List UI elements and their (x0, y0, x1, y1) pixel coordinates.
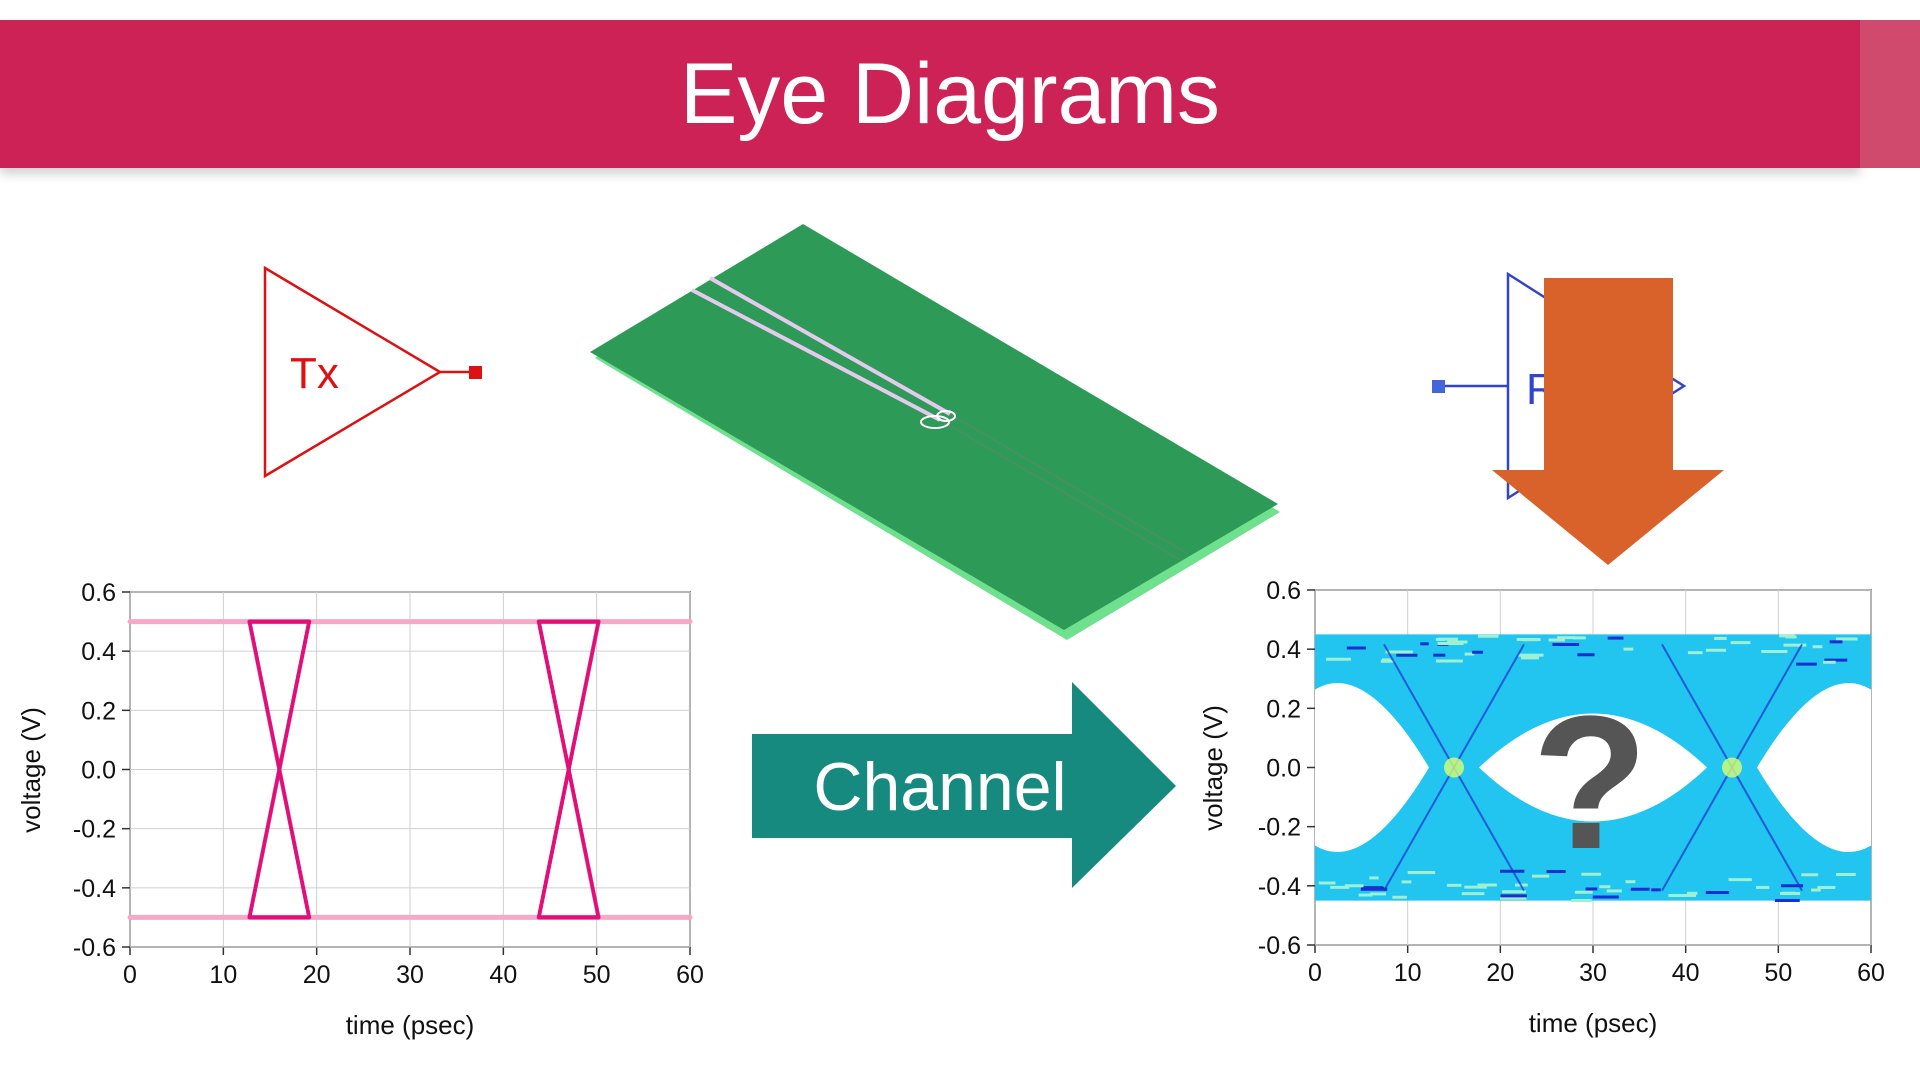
title-banner-edge (1860, 20, 1920, 168)
y-tick-label: 0.4 (81, 638, 116, 666)
channel-arrow-icon (752, 682, 1176, 888)
trace-2 (709, 276, 951, 416)
tx-port-icon (469, 366, 482, 379)
title-banner (0, 20, 1860, 168)
x-tick-label: 30 (396, 961, 424, 989)
channel-arrow: Channel (752, 682, 1176, 888)
x-tick-labels: 0 10 20 30 40 50 60 (123, 961, 704, 989)
chart-grid (122, 591, 691, 955)
transmitter-symbol: Tx (263, 265, 482, 479)
output-eye-chart: 0.6 0.4 0.2 0.0 -0.2 -0.4 -0.6 0 10 20 30 40 50 60 t… (1198, 577, 1885, 1038)
x-tick-label: 0 (123, 961, 137, 989)
pcb-board (590, 224, 1280, 640)
input-eye-chart: 0.6 0.4 0.2 0.0 -0.2 -0.4 -0.6 0 10 20 30 40 50 60 t… (16, 579, 704, 1040)
chart-marks (1315, 634, 1871, 903)
x-tick-label: 40 (489, 961, 517, 989)
y-tick-label: 0.6 (1266, 577, 1301, 605)
trace-1 (691, 288, 941, 422)
x-tick-label: 50 (1764, 959, 1792, 987)
y-tick-label: -0.4 (73, 875, 116, 903)
y-tick-labels: 0.6 0.4 0.2 0.0 -0.2 -0.4 -0.6 (1258, 577, 1301, 960)
down-arrow-icon (1492, 278, 1724, 565)
x-tick-label: 20 (1486, 959, 1514, 987)
eye-opening-right (1757, 682, 1871, 853)
series-line-5 (536, 619, 601, 920)
chart-marks (127, 619, 693, 920)
x-tick-labels: 0 10 20 30 40 50 60 (1308, 959, 1885, 987)
y-tick-label: 0.6 (81, 579, 116, 607)
y-axis-label: voltage (V) (1198, 705, 1228, 831)
tx-label: Tx (290, 349, 339, 398)
via-icon (920, 415, 950, 429)
x-axis-label: time (psec) (1529, 1008, 1658, 1038)
x-tick-label: 10 (209, 961, 237, 989)
y-tick-label: 0.2 (1266, 695, 1301, 723)
y-axis-label: voltage (V) (16, 707, 46, 833)
crossing-point (1444, 757, 1464, 778)
trace-4 (949, 413, 1189, 555)
y-tick-label: -0.2 (1258, 814, 1301, 842)
eye-opening-left (1315, 682, 1429, 853)
question-mark: ? (1532, 677, 1648, 889)
crossing-point (1722, 757, 1742, 778)
y-tick-labels: 0.6 0.4 0.2 0.0 -0.2 -0.4 -0.6 (73, 579, 116, 962)
tx-triangle (263, 265, 443, 479)
y-tick-label: -0.6 (1258, 932, 1301, 960)
x-tick-label: 30 (1579, 959, 1607, 987)
x-tick-label: 60 (1857, 959, 1885, 987)
eye-opening-center (1479, 713, 1707, 822)
series-line-3 (247, 619, 312, 920)
y-tick-label: 0.2 (81, 697, 116, 725)
y-tick-label: -0.2 (73, 816, 116, 844)
x-axis-label: time (psec) (346, 1010, 475, 1040)
trace-3 (939, 419, 1181, 561)
channel-label: Channel (813, 749, 1066, 825)
y-tick-label: -0.6 (73, 934, 116, 962)
y-tick-label: -0.4 (1258, 873, 1301, 901)
x-tick-label: 0 (1308, 959, 1322, 987)
via-icon-2 (936, 410, 956, 422)
x-tick-label: 60 (676, 961, 704, 989)
x-tick-label: 20 (303, 961, 331, 989)
x-tick-label: 10 (1394, 959, 1422, 987)
y-tick-label: 0.0 (1266, 755, 1301, 783)
page-title: Eye Diagrams (679, 45, 1221, 142)
x-tick-label: 40 (1672, 959, 1700, 987)
rx-port-icon (1432, 380, 1445, 393)
y-tick-label: 0.0 (81, 757, 116, 785)
y-tick-label: 0.4 (1266, 636, 1301, 664)
x-tick-label: 50 (583, 961, 611, 989)
top-strip (0, 0, 1920, 20)
